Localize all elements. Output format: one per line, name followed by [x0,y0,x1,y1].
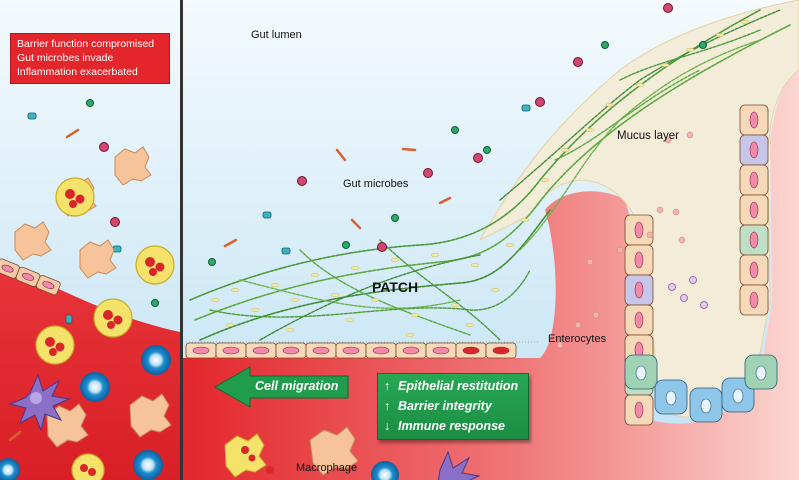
macrophage-label: Macrophage [296,462,358,474]
enterocyte [425,342,457,359]
crypt-cell [739,134,769,166]
crypt-cell [739,164,769,196]
enterocyte [275,342,307,359]
effect-item: ↑ Epithelial restitution [384,379,518,393]
crypt-cell [739,254,769,286]
patch-label: PATCH [372,279,419,295]
enterocytes-label: Enterocytes [548,333,607,345]
crypt-base-cell [721,377,755,413]
lymphocytes-left [0,345,171,480]
enterocyte [335,342,367,359]
crypt-cell [624,394,654,426]
effect-label: Barrier integrity [398,399,492,413]
alert-line: Inflammation exacerbated [17,66,138,78]
enterocyte [365,342,397,359]
dendritic-cell-left [8,373,71,432]
damage-alert-box: Barrier function compromised Gut microbe… [10,33,170,84]
gut-microbes [8,3,707,442]
neutrophils-left [35,177,175,480]
gut-microbes-label: Gut microbes [343,178,409,190]
crypt-base-cell [654,379,688,415]
effect-label: Epithelial restitution [398,379,519,393]
patch-mesh [189,9,791,341]
arrow-down-icon: ↓ [384,419,391,433]
crypt-cell [739,284,769,316]
crypt-base-cell [744,354,778,390]
mucus-layer-region [478,0,799,418]
crypt-cell [739,224,769,256]
effect-label: Immune response [398,419,505,433]
enterocyte [395,342,427,359]
mucus-granules [556,131,694,349]
enterocyte [185,342,217,359]
cell-migration-label: Cell migration [255,379,339,393]
crypt-cell [624,214,654,246]
crypt-base-cell [624,354,658,390]
enterocyte [455,342,487,359]
enterocyte [305,342,337,359]
alert-line: Barrier function compromised [17,38,155,50]
crypt-cells [624,104,778,426]
crypt-cell [624,274,654,306]
crypt-cell [624,244,654,276]
alert-line: Gut microbes invade [17,52,114,64]
macrophage-right [224,426,481,480]
enterocyte-row [185,341,540,359]
crypt-base-cell [689,387,723,423]
panel-divider [180,0,183,480]
gut-lumen-label: Gut lumen [251,29,302,41]
arrow-up-icon: ↑ [384,379,391,393]
crypt-cell [739,104,769,136]
enterocyte [215,342,247,359]
crypt-cell [739,194,769,226]
mucus-layer-label: Mucus layer [617,130,679,142]
enterocyte [485,342,517,359]
mucus-vesicles [668,276,708,309]
effect-item: ↑ Barrier integrity [384,399,492,413]
crypt-cell [624,304,654,336]
effect-item: ↓ Immune response [384,419,505,433]
patch-effects-box: ↑ Epithelial restitution ↑ Barrier integri… [377,373,529,440]
arrow-up-icon: ↑ [384,399,391,413]
patch-particles [210,20,750,337]
left-epithelium-fragment [0,258,61,296]
cell-migration-arrow [213,366,349,408]
enterocyte [245,342,277,359]
